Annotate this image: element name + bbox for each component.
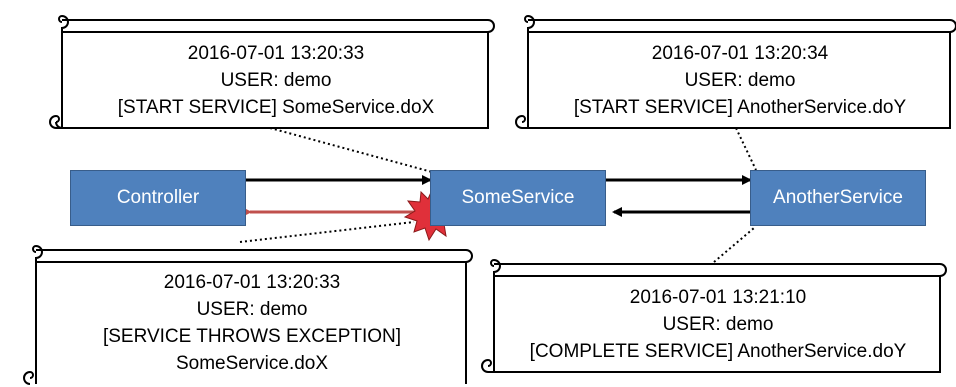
controller-box: Controller: [70, 170, 246, 226]
log-scroll-3: [23, 245, 473, 385]
log-2-user: USER: demo: [684, 69, 796, 91]
callout-line-3: [239, 221, 415, 243]
log-3-user: USER: demo: [196, 299, 308, 320]
callout-line-1: [269, 127, 433, 173]
log-scroll-4: [481, 259, 947, 373]
log-entry-4: 2016-07-01 13:21:10 USER: demo [COMPLETE…: [496, 277, 940, 371]
log-3-time: 2016-07-01 13:20:33: [163, 272, 341, 293]
callout-line-4: [713, 227, 755, 263]
log-2-time: 2016-07-01 13:20:34: [651, 42, 829, 64]
someservice-box: SomeService: [430, 170, 606, 226]
log-4-user: USER: demo: [662, 313, 774, 335]
log-1-time: 2016-07-01 13:20:33: [187, 42, 365, 64]
log-entry-3: 2016-07-01 13:20:33 USER: demo [SERVICE …: [38, 263, 466, 383]
log-entry-1: 2016-07-01 13:20:33 USER: demo [START SE…: [64, 33, 488, 127]
log-3-event: [SERVICE THROWS EXCEPTION]: [102, 326, 402, 347]
log-entry-2: 2016-07-01 13:20:34 USER: demo [START SE…: [530, 33, 950, 127]
log-4-event: [COMPLETE SERVICE] AnotherService.doY: [529, 340, 907, 362]
log-3-method: SomeService.doX: [175, 353, 329, 374]
log-2-event: [START SERVICE] AnotherService.doY: [573, 96, 907, 118]
anotherservice-box: AnotherService: [750, 170, 926, 226]
log-scroll-1: [49, 15, 495, 130]
log-1-event: [START SERVICE] SomeService.doX: [117, 96, 435, 118]
log-4-time: 2016-07-01 13:21:10: [629, 286, 807, 308]
log-1-user: USER: demo: [220, 69, 332, 91]
callout-line-2: [735, 127, 757, 171]
